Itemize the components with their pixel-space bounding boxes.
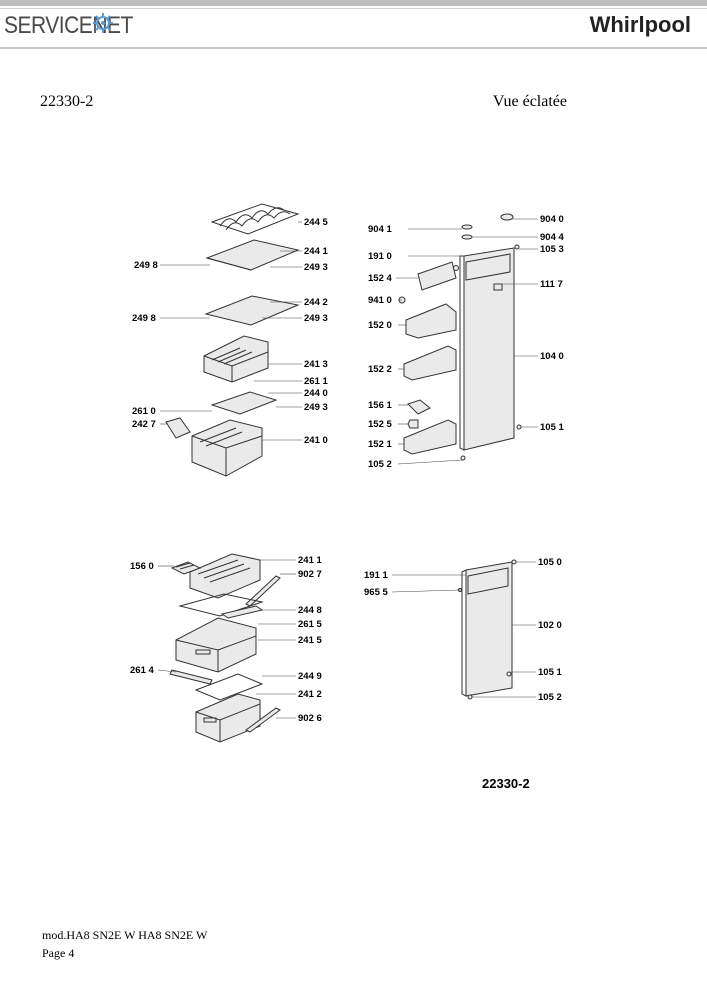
diagram-caption: 22330-2	[482, 776, 530, 791]
part-label: 261 5	[298, 619, 322, 630]
part-label: 904 4	[540, 232, 564, 243]
freezer-drawer-top	[189, 553, 261, 599]
part-label: 244 2	[304, 297, 328, 308]
part-label: 904 0	[540, 214, 564, 225]
gear-icon	[93, 13, 113, 33]
part-label: 249 8	[134, 260, 158, 271]
wine-rack	[210, 203, 300, 235]
glass-shelf-lower	[210, 391, 278, 415]
freezer-glass-2	[194, 673, 264, 701]
servicenet-logo-text: SERVICENET	[4, 12, 133, 39]
freezer-rail-lower	[169, 669, 213, 685]
part-label: 105 2	[538, 692, 562, 703]
part-label: 241 3	[304, 359, 328, 370]
freezer-drawer-middle	[175, 617, 257, 673]
header-top-rule	[0, 8, 707, 9]
part-label: 249 8	[132, 313, 156, 324]
part-label: 249 3	[304, 262, 328, 273]
part-label: 105 1	[540, 422, 564, 433]
part-label: 104 0	[540, 351, 564, 362]
part-label: 244 9	[298, 671, 322, 682]
leaders-lower-right	[391, 561, 536, 698]
part-label: 105 0	[538, 557, 562, 568]
part-label: 191 1	[364, 570, 388, 581]
header-divider	[0, 47, 707, 49]
part-label: 105 3	[540, 244, 564, 255]
part-label: 242 7	[132, 419, 156, 430]
part-label: 191 0	[368, 251, 392, 262]
part-label: 902 6	[298, 713, 322, 724]
footer-model-line: mod.HA8 SN2E W HA8 SN2E W	[42, 928, 208, 942]
part-label: 244 1	[304, 246, 328, 257]
part-label: 249 3	[304, 313, 328, 324]
part-label: 152 5	[368, 419, 392, 430]
view-title: Vue éclatée	[492, 93, 567, 110]
part-label: 261 0	[132, 406, 156, 417]
fridge-door	[459, 247, 515, 451]
leaders-lower-left	[157, 559, 296, 719]
part-label: 241 5	[298, 635, 322, 646]
part-label: 156 1	[368, 400, 392, 411]
leaders-upper-left	[160, 221, 302, 441]
part-label: 152 4	[368, 273, 392, 284]
part-label: 261 4	[130, 665, 154, 676]
part-label: 102 0	[538, 620, 562, 631]
header-top-bar	[0, 0, 707, 6]
part-label: 241 2	[298, 689, 322, 700]
freezer-rail-bottom	[245, 707, 281, 733]
part-label: 152 1	[368, 439, 392, 450]
crisper-lower	[191, 419, 263, 477]
part-label: 904 1	[368, 224, 392, 235]
servicenet-logo: SERVICENET	[4, 12, 133, 46]
part-label: 249 3	[304, 402, 328, 413]
glass-shelf-top	[205, 239, 300, 271]
freezer-rail-top	[245, 575, 281, 607]
whirlpool-logo-text: Whirlpool	[589, 12, 691, 37]
part-label: 241 1	[298, 555, 322, 566]
crisper-upper	[203, 335, 269, 383]
part-label: 244 8	[298, 605, 322, 616]
part-label: 902 7	[298, 569, 322, 580]
part-label: 156 0	[130, 561, 154, 572]
door-bins	[403, 261, 457, 455]
part-label: 152 0	[368, 320, 392, 331]
part-label: 152 2	[368, 364, 392, 375]
part-label: 244 5	[304, 217, 328, 228]
freezer-flap	[220, 605, 264, 619]
leaders-upper-right	[396, 218, 538, 465]
footer-page-number: Page 4	[42, 946, 75, 960]
part-label: 105 1	[538, 667, 562, 678]
part-label: 965 5	[364, 587, 388, 598]
freezer-drawer-bottom	[195, 693, 261, 743]
part-label: 105 2	[368, 459, 392, 470]
part-label: 111 7	[540, 279, 563, 290]
crisper-cover	[165, 417, 191, 439]
part-label: 941 0	[368, 295, 392, 306]
part-label: 241 0	[304, 435, 328, 446]
freezer-door	[458, 559, 517, 700]
whirlpool-logo: Whirlpool	[590, 12, 691, 38]
part-labels: 244 5 244 1 249 8 249 3 244 2 249 8 249 …	[130, 214, 564, 724]
freezer-glass-1	[178, 593, 264, 617]
door-hardware	[398, 213, 522, 461]
ice-tray	[170, 561, 202, 575]
model-code: 22330-2	[40, 93, 94, 110]
part-label: 244 0	[304, 388, 328, 399]
part-label: 261 1	[304, 376, 328, 387]
glass-shelf-middle	[204, 295, 300, 326]
